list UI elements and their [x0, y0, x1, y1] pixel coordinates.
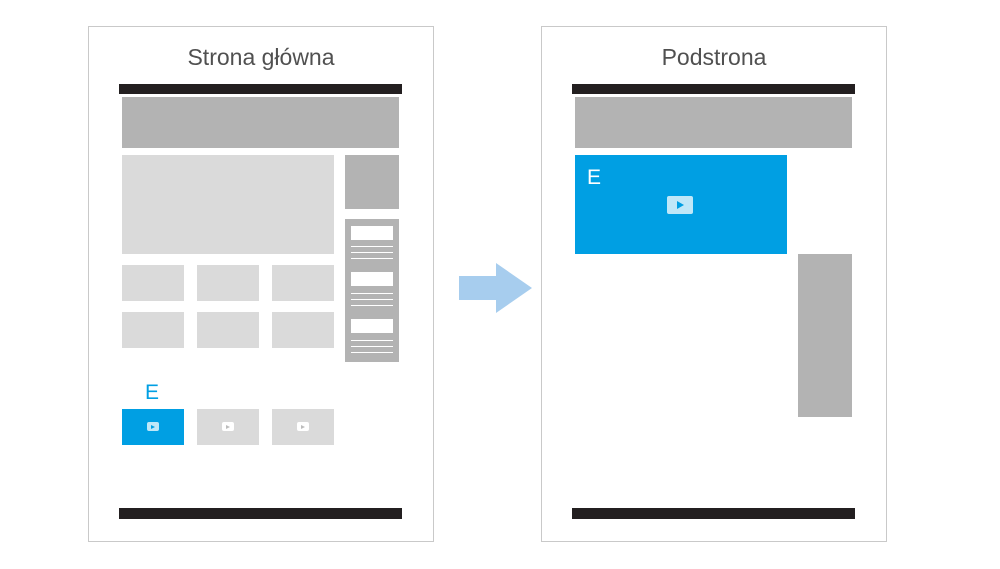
home-tile [122, 312, 184, 348]
play-icon [667, 196, 693, 214]
home-highlight-label: E [145, 381, 160, 404]
arrow-right-icon [459, 263, 532, 313]
home-header-block [122, 97, 399, 148]
home-video-tile-highlighted [122, 409, 184, 445]
home-tile [122, 265, 184, 301]
play-icon [222, 422, 234, 431]
home-tile [272, 265, 334, 301]
home-side-box [345, 155, 399, 209]
play-icon [147, 422, 159, 431]
side-list-line [351, 299, 393, 300]
home-top-bar [119, 84, 402, 94]
play-icon [297, 422, 309, 431]
side-list-line [351, 305, 393, 306]
sub-sidebar-block [798, 254, 852, 417]
home-video-tile [197, 409, 259, 445]
sub-header-block [575, 97, 852, 148]
home-page-title: Strona główna [187, 44, 335, 70]
subpage-title: Podstrona [661, 44, 767, 70]
side-list-line [351, 252, 393, 253]
home-tile [197, 312, 259, 348]
side-list-item [351, 226, 393, 240]
home-tile [272, 312, 334, 348]
home-footer-bar [119, 508, 402, 519]
side-list-line [351, 246, 393, 247]
sub-footer-bar [572, 508, 855, 519]
sub-video-block-highlighted: E [575, 155, 787, 254]
side-list-line [351, 352, 393, 353]
side-list-item [351, 319, 393, 333]
side-list-line [351, 293, 393, 294]
sub-top-bar [572, 84, 855, 94]
home-hero-block [122, 155, 334, 254]
side-list-line [351, 346, 393, 347]
home-side-list [345, 219, 399, 362]
side-list-item [351, 272, 393, 286]
side-list-line [351, 340, 393, 341]
home-tile [197, 265, 259, 301]
home-video-tile [272, 409, 334, 445]
side-list-line [351, 258, 393, 259]
sub-highlight-label: E [587, 166, 602, 189]
